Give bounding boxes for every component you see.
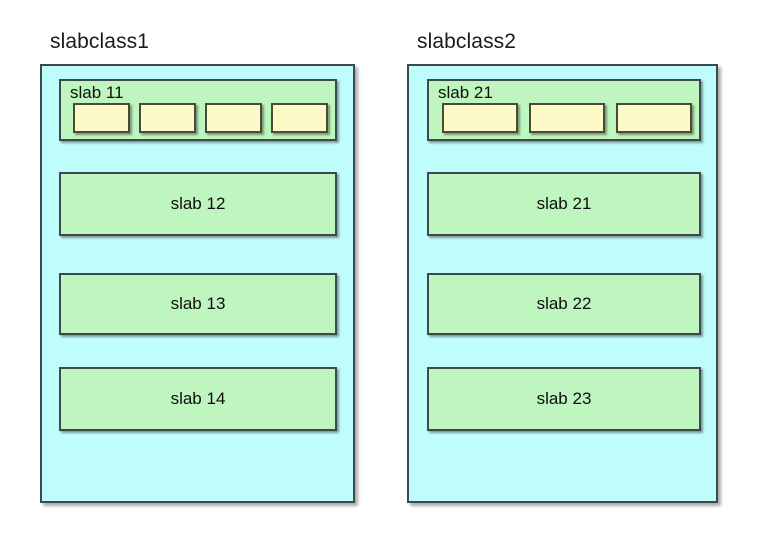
- slab-13[interactable]: slab 13: [59, 273, 337, 335]
- chunk-11-2[interactable]: [139, 103, 196, 133]
- chunk-21-3[interactable]: [616, 103, 692, 133]
- slab-23[interactable]: slab 23: [427, 367, 701, 431]
- slabclass-title-1: slabclass1: [50, 30, 150, 53]
- slab-11[interactable]: slab 11: [59, 79, 337, 141]
- chunk-11-1[interactable]: [73, 103, 130, 133]
- slabclass-box-2[interactable]: slab 21 slab 21 slab 22 slab 23: [407, 64, 718, 503]
- chunk-21-1[interactable]: [442, 103, 518, 133]
- slab-22-label: slab 22: [536, 294, 592, 313]
- chunk-11-4[interactable]: [271, 103, 328, 133]
- slabclass-title-2: slabclass2: [417, 30, 517, 53]
- chunk-11-3[interactable]: [205, 103, 262, 133]
- slabclass-column-1: slabclass1 slab 11 slab 12 slab 13 slab …: [40, 30, 360, 510]
- slab-23-label: slab 23: [536, 389, 592, 408]
- slab-14[interactable]: slab 14: [59, 367, 337, 431]
- slab-12[interactable]: slab 12: [59, 172, 337, 236]
- slab-12-label: slab 12: [170, 194, 226, 213]
- slabclass-box-1[interactable]: slab 11 slab 12 slab 13 slab 14: [40, 64, 355, 503]
- slab-21[interactable]: slab 21: [427, 172, 701, 236]
- slab-13-label: slab 13: [170, 294, 226, 313]
- slab-11-label: slab 11: [70, 83, 124, 102]
- chunk-21-2[interactable]: [529, 103, 605, 133]
- slab-14-label: slab 14: [170, 389, 226, 408]
- slab-21-label: slab 21: [536, 194, 592, 213]
- slab-22[interactable]: slab 22: [427, 273, 701, 335]
- slabclass-column-2: slabclass2 slab 21 slab 21 slab 22 slab …: [407, 30, 727, 510]
- slab-21-chunked[interactable]: slab 21: [427, 79, 701, 141]
- slab-21-chunked-label: slab 21: [438, 83, 493, 102]
